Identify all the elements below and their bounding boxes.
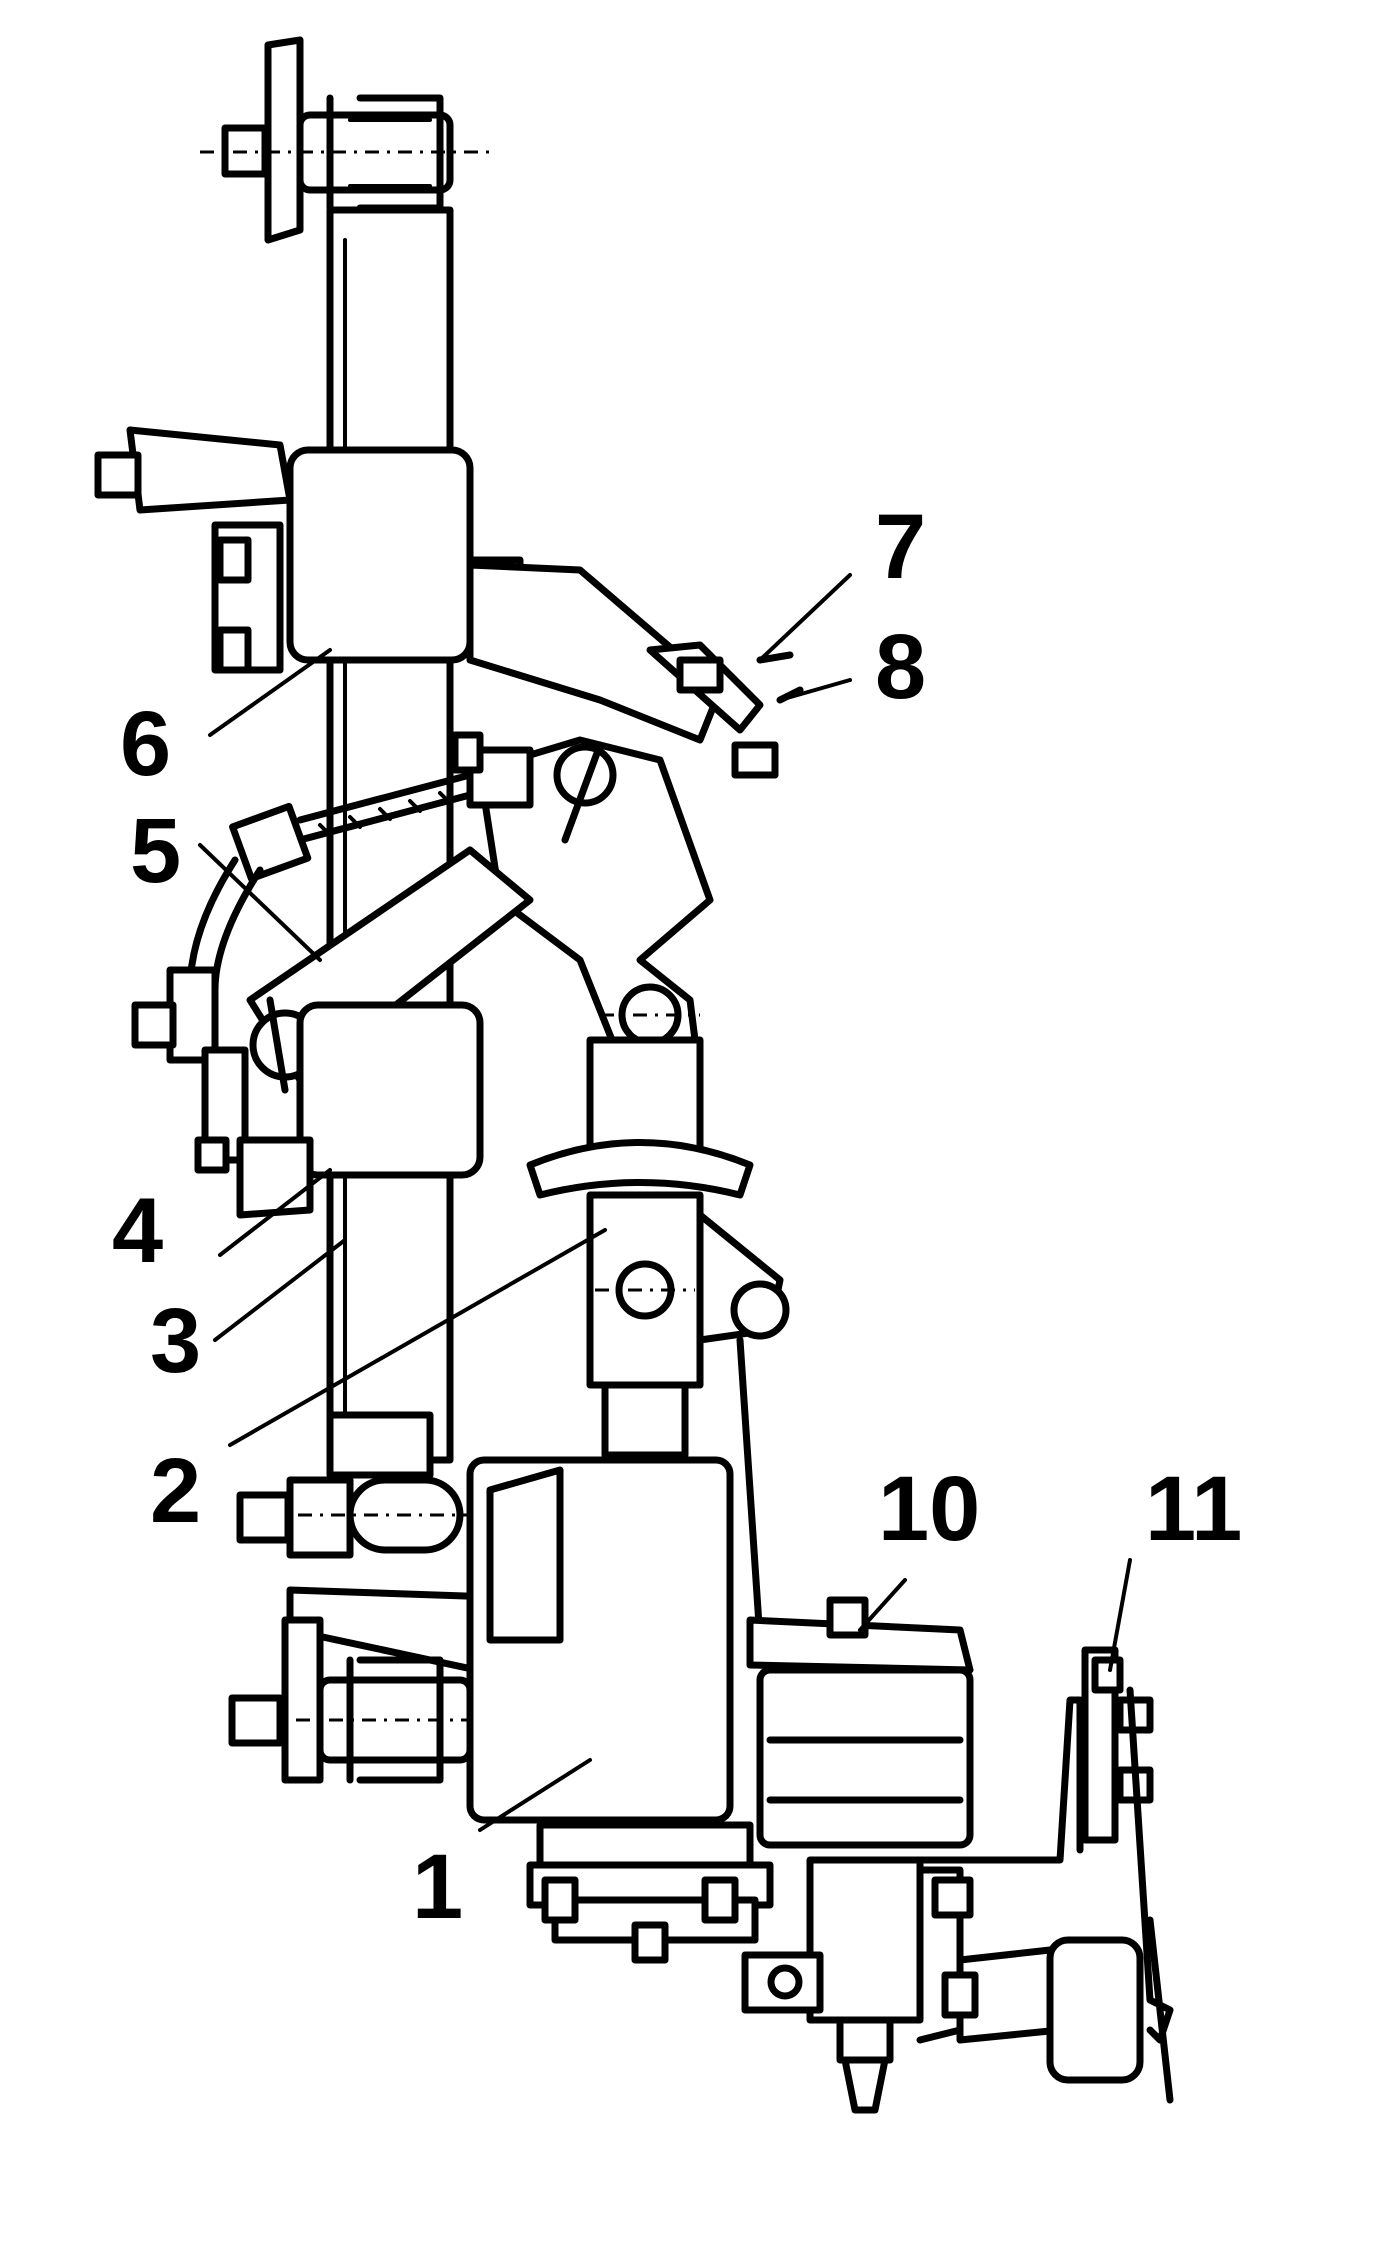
- insulator-rod-2: [526, 1036, 790, 1644]
- label-2: 2: [150, 1440, 201, 1542]
- label-3: 3: [150, 1290, 201, 1392]
- label-5: 5: [130, 800, 181, 902]
- left-switch-assembly: [131, 966, 249, 1174]
- upper-clamp-6: [94, 426, 524, 674]
- leader-lines: [198, 573, 1132, 1832]
- label-8: 8: [875, 616, 926, 718]
- main-column: [326, 206, 454, 1464]
- middle-clamp-4: [236, 1001, 484, 1219]
- contactor-10: [741, 1596, 974, 2114]
- motor-unit-1: [466, 1456, 774, 1964]
- upper-arm-contacts: [466, 561, 804, 779]
- top-mount-bracket: [200, 36, 490, 244]
- label-11: 11: [1145, 1458, 1242, 1560]
- linkage-housing: [476, 736, 714, 1084]
- label-4: 4: [112, 1180, 163, 1282]
- label-7: 7: [875, 496, 926, 598]
- label-6: 6: [120, 693, 171, 795]
- label-10: 10: [878, 1458, 980, 1560]
- terminal-bracket-11: [916, 1646, 1174, 2104]
- label-1: 1: [412, 1836, 463, 1938]
